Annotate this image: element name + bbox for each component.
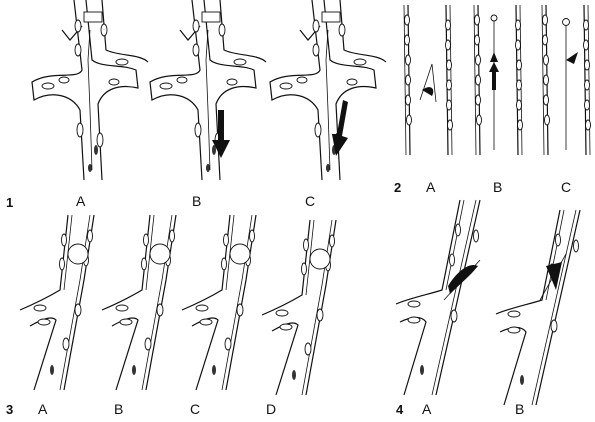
panel-2-flap-a xyxy=(422,87,434,96)
panel-1-label-c: C xyxy=(305,193,315,209)
panel-4-drawing-b xyxy=(495,209,581,406)
panel-1-number: 1 xyxy=(6,195,13,210)
panel-2-label-a: A xyxy=(426,179,436,195)
panel-1-arrow-c xyxy=(332,100,348,156)
panel-4-tuft-a xyxy=(448,264,478,294)
panel-2: 2 A B C xyxy=(394,4,592,195)
panel-4-number: 4 xyxy=(396,402,404,417)
panel-3-drawing-d xyxy=(261,219,337,396)
panel-3-drawing-b xyxy=(101,214,177,391)
panel-3-label-a: A xyxy=(38,401,48,417)
panel-2-arrow-b xyxy=(489,62,499,90)
panel-4: 4 A B xyxy=(395,199,581,417)
panel-4-strand-b xyxy=(539,253,567,301)
panel-1-drawing-a xyxy=(31,0,149,181)
panel-1: 1 A B C xyxy=(6,0,387,210)
panel-2-flap-c xyxy=(566,52,578,64)
panel-1-drawing-b xyxy=(149,0,267,181)
panel-3-drawing-a xyxy=(19,214,95,391)
panel-3-label-c: C xyxy=(190,401,200,417)
panel-2-valve-a xyxy=(419,63,437,103)
panel-1-label-a: A xyxy=(76,193,86,209)
panel-2-drawing-b xyxy=(473,4,524,156)
panel-4-strand-a xyxy=(443,259,481,301)
panel-1-drawing-c xyxy=(269,0,387,181)
panel-2-drawing-a xyxy=(403,4,454,156)
panel-1-arrow-b xyxy=(212,110,230,158)
panel-2-bead-b xyxy=(490,14,498,22)
panel-2-label-c: C xyxy=(561,179,571,195)
panel-3-drawing-c xyxy=(181,214,257,391)
panel-2-number: 2 xyxy=(394,180,401,195)
panel-2-bead-c xyxy=(562,18,570,26)
panel-3-number: 3 xyxy=(6,402,13,417)
panel-3-label-b: B xyxy=(114,401,123,417)
panel-1-label-b: B xyxy=(192,193,201,209)
panel-3-label-d: D xyxy=(266,401,276,417)
panel-4-label-b: B xyxy=(515,401,524,417)
panel-4-drawing-a xyxy=(395,199,481,396)
panel-2-tip-b xyxy=(490,52,498,62)
panel-3: 3 A B C D xyxy=(6,214,337,417)
panel-4-label-a: A xyxy=(422,401,432,417)
panel-2-label-b: B xyxy=(493,179,502,195)
